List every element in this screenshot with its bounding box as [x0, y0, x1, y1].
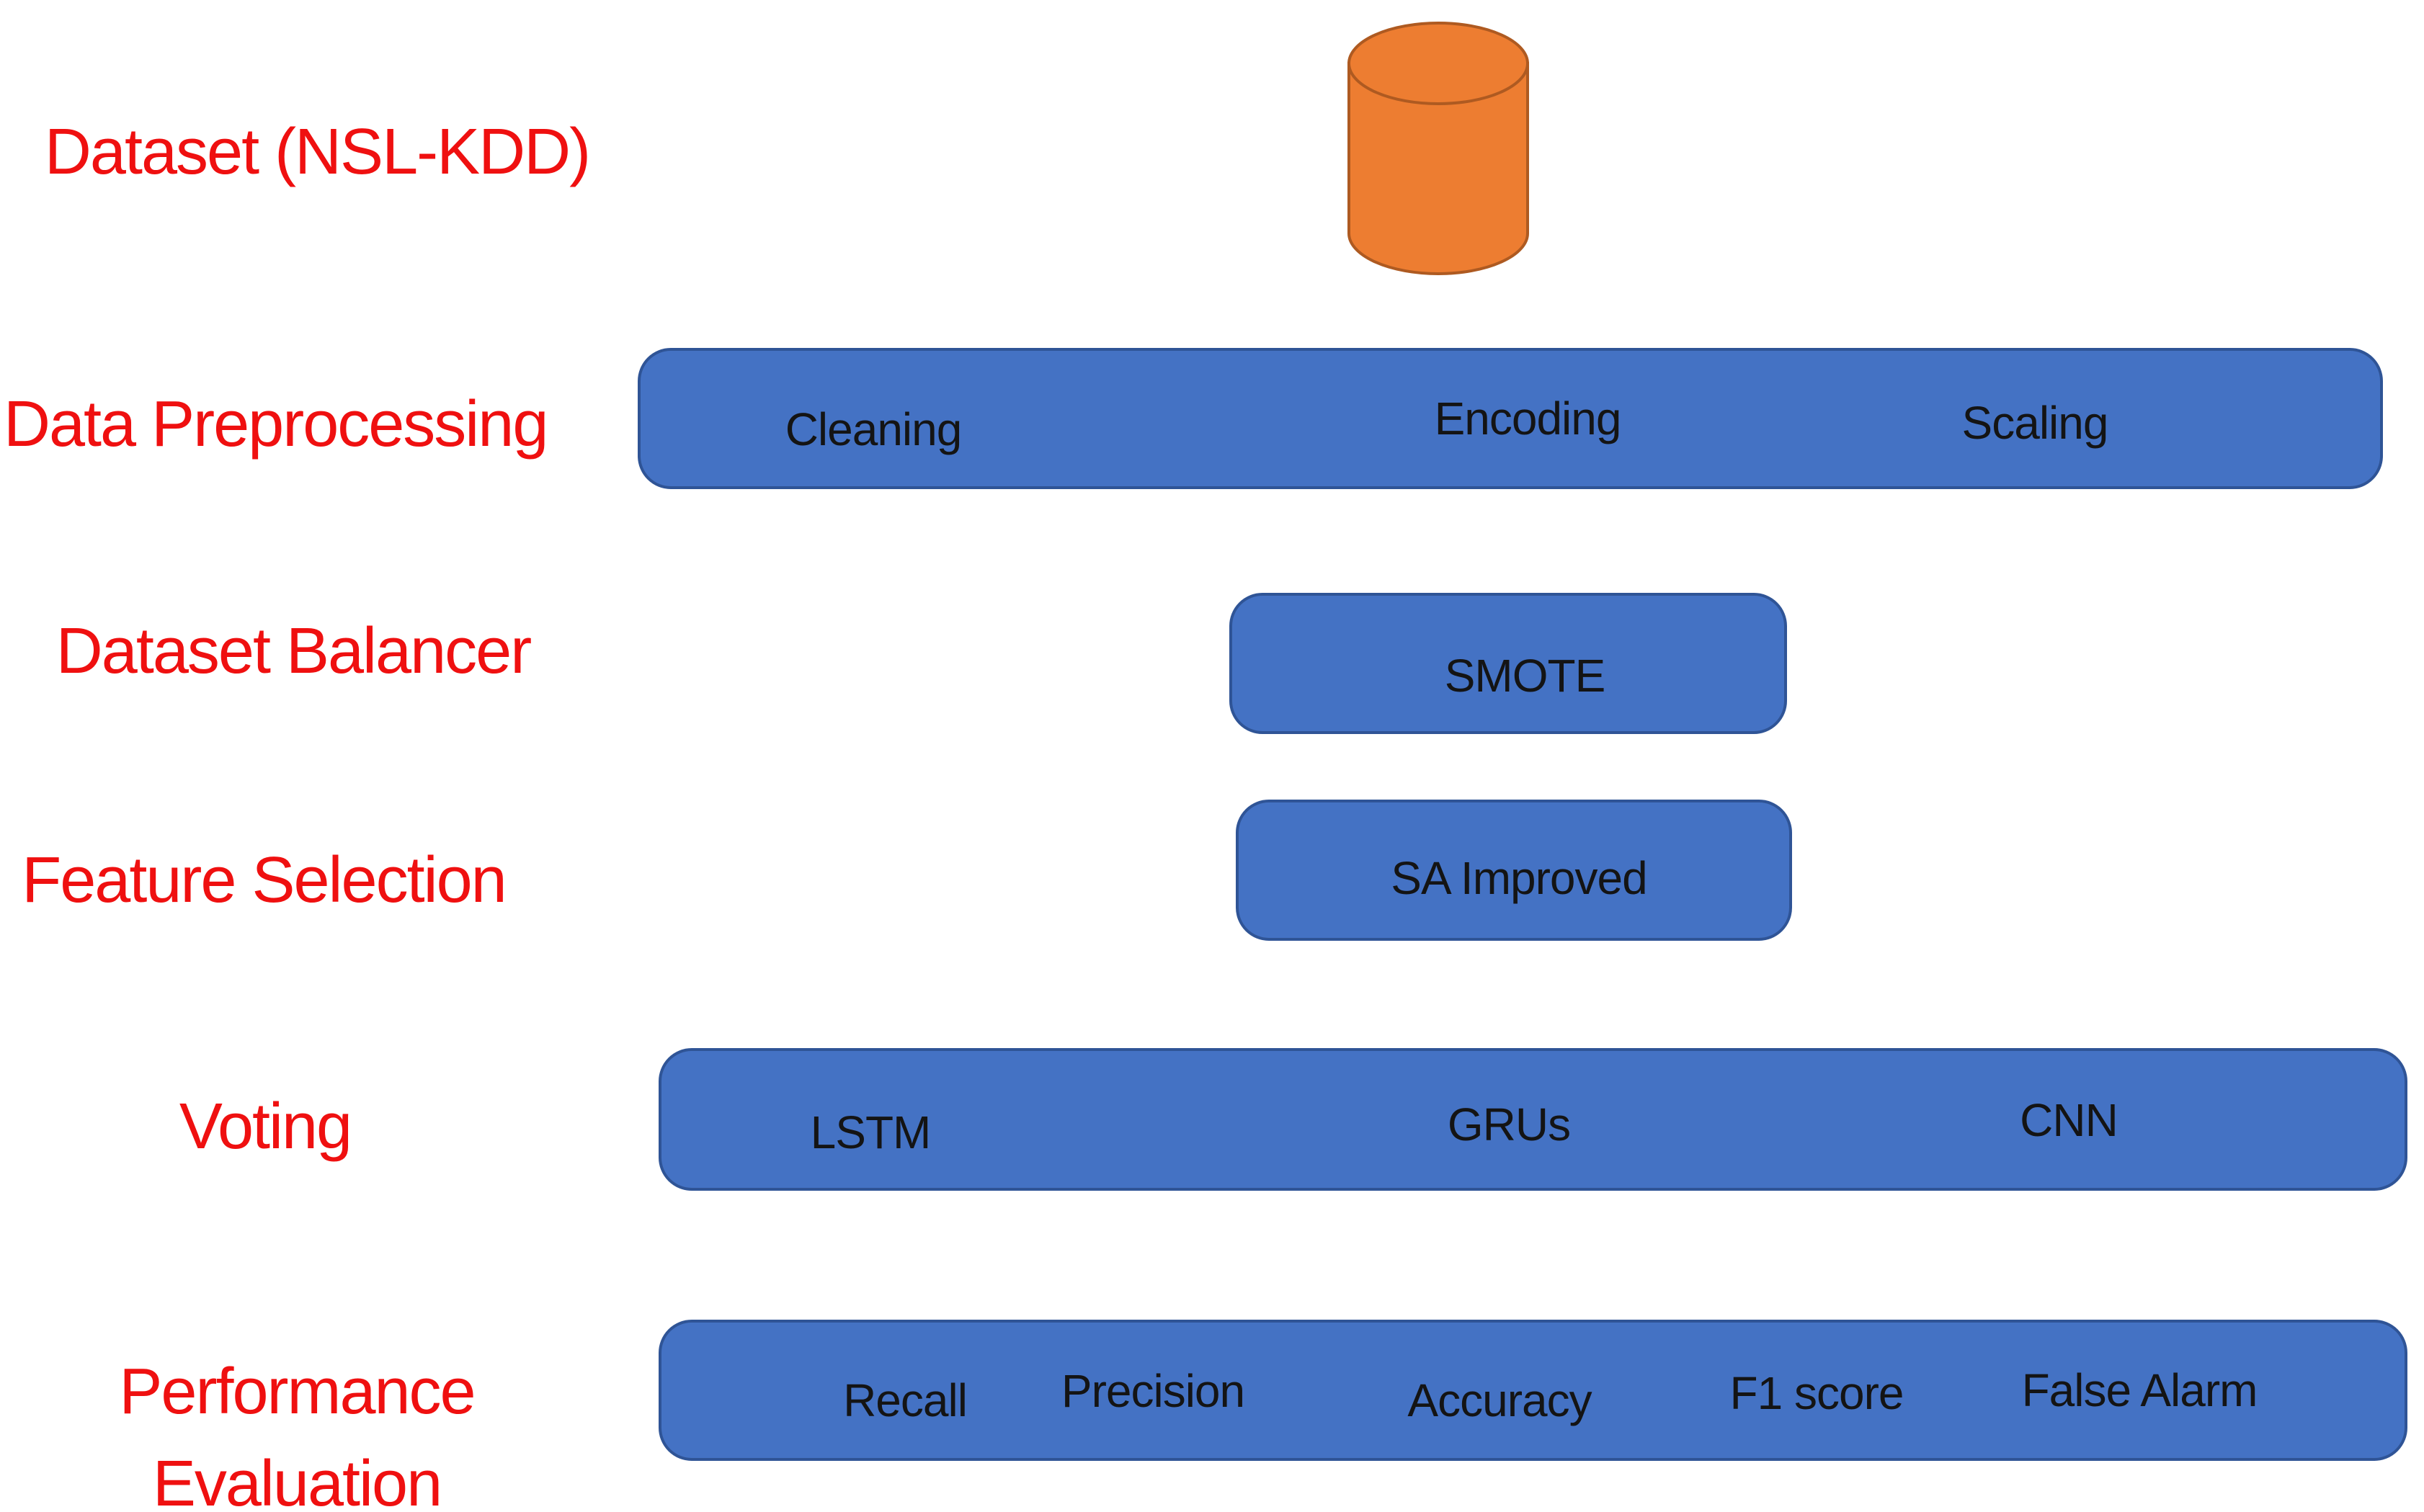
- bar-item-lstm: LSTM: [810, 1106, 932, 1158]
- cylinder-body: [1347, 62, 1529, 275]
- bar-item-smote: SMOTE: [1444, 650, 1606, 702]
- preprocessing-bar: Cleaning Encoding Scaling: [638, 348, 2383, 489]
- database-cylinder-icon: [1347, 22, 1529, 275]
- bar-item-recall: Recall: [843, 1374, 968, 1426]
- stage-label-performance-line1: Performance: [119, 1356, 476, 1428]
- stage-label-performance-evaluation: Performance Evaluation: [45, 1346, 549, 1512]
- sa-improved-box: SA Improved: [1236, 800, 1792, 941]
- bar-item-encoding: Encoding: [1434, 393, 1622, 444]
- cylinder-top: [1347, 22, 1529, 105]
- stage-label-balancer: Dataset Balancer: [55, 615, 532, 687]
- bar-item-sa-improved: SA Improved: [1391, 852, 1647, 904]
- stage-label-preprocessing: Data Preprocessing: [4, 388, 548, 460]
- voting-bar: LSTM GRUs CNN: [659, 1048, 2407, 1191]
- stage-label-voting: Voting: [179, 1091, 352, 1163]
- stage-label-performance-line2: Evaluation: [152, 1448, 442, 1512]
- bar-item-grus: GRUs: [1447, 1099, 1571, 1150]
- bar-item-cnn: CNN: [2020, 1094, 2118, 1146]
- bar-item-f1-score: F1 score: [1729, 1367, 1904, 1419]
- bar-item-cleaning: Cleaning: [785, 403, 963, 455]
- bar-item-scaling: Scaling: [1961, 397, 2109, 449]
- evaluation-bar: Recall Precision Accuracy F1 score False…: [659, 1320, 2407, 1461]
- bar-item-precision: Precision: [1061, 1365, 1245, 1417]
- smote-box: SMOTE: [1229, 593, 1787, 734]
- stage-label-feature-selection: Feature Selection: [22, 844, 507, 916]
- bar-item-false-alarm: False Alarm: [2021, 1364, 2258, 1416]
- bar-item-accuracy: Accuracy: [1407, 1374, 1592, 1426]
- stage-label-dataset: Dataset (NSL-KDD): [44, 116, 591, 188]
